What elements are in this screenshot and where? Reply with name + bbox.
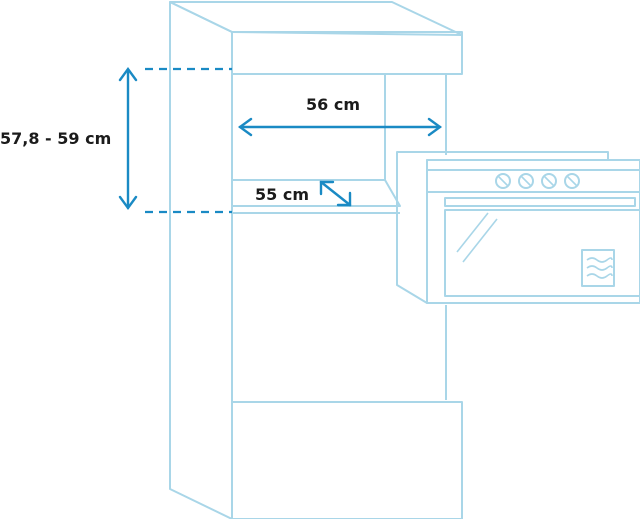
heat-waves-icon	[581, 249, 615, 287]
depth-label: 55 cm	[255, 185, 309, 204]
heat-waves-frame	[581, 249, 615, 287]
cabinet-bottom-drawer	[231, 401, 463, 519]
window-reflection-1	[456, 212, 489, 253]
width-label: 56 cm	[306, 95, 360, 114]
oven-window	[444, 209, 640, 297]
height-dimension	[118, 66, 232, 214]
oven	[396, 151, 640, 304]
oven-knobs	[495, 173, 580, 189]
window-reflection-2	[462, 218, 498, 263]
cabinet-top	[169, 1, 463, 36]
knob-2	[518, 173, 534, 189]
niche-floor	[231, 179, 401, 207]
knob-3	[541, 173, 557, 189]
height-label: 57,8 - 59 cm	[0, 129, 111, 148]
oven-handle	[444, 197, 636, 207]
depth-arrow	[319, 180, 352, 207]
depth-dimension	[319, 180, 352, 207]
knob-4	[564, 173, 580, 189]
cabinet	[169, 1, 463, 519]
cabinet-side-panel	[169, 1, 233, 519]
oven-front	[426, 159, 640, 304]
cabinet-top-box	[231, 31, 463, 75]
knob-1	[495, 173, 511, 189]
width-dimension	[237, 117, 443, 137]
